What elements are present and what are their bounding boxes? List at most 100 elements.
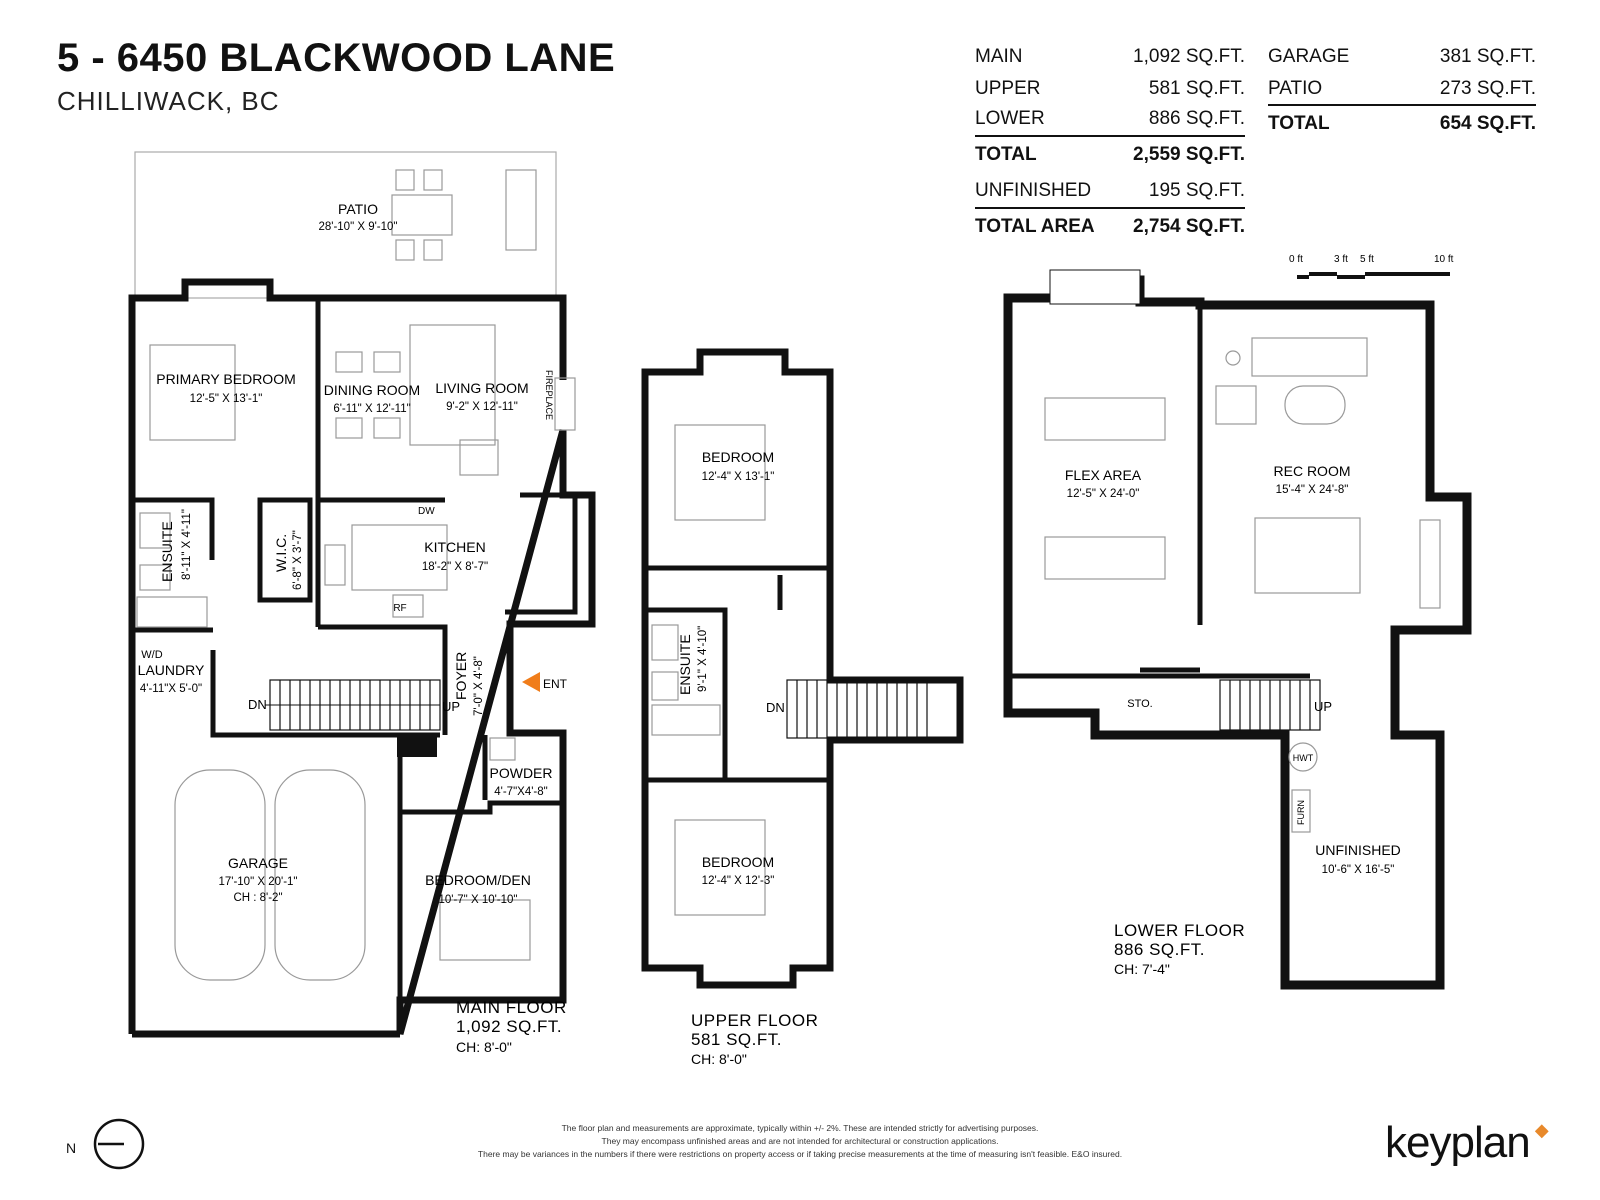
- fireplace-icon: [1419, 519, 1441, 609]
- fireplace-icon: [554, 377, 576, 431]
- living-room-label: LIVING ROOM: [435, 380, 528, 396]
- upper-floor-walls: [641, 348, 964, 989]
- furnace-icon: [1291, 789, 1311, 833]
- lower-stairs: [1219, 679, 1321, 731]
- disclaimer-line-3: There may be variances in the numbers if…: [477, 1149, 1123, 1159]
- laundry-label: LAUNDRY: [138, 662, 205, 678]
- car-icon: [174, 769, 266, 981]
- upper-floor-name: UPPER FLOOR: [691, 1011, 818, 1030]
- bed-icon: [674, 424, 766, 521]
- sink-icon: [651, 624, 679, 661]
- toilet-icon: [139, 564, 171, 591]
- upper-bedroom-2-dim: 12'-4" X 12'-3": [702, 875, 775, 887]
- fridge-icon: [392, 594, 424, 618]
- upper-bedroom-1-dim: 12'-4" X 13'-1": [702, 471, 775, 483]
- chair-icon: [459, 439, 499, 476]
- upper-floor-plan: BEDROOM 12'-4" X 13'-1" ENSUITE 9'-1" X …: [641, 348, 964, 1067]
- sofa-icon: [1044, 397, 1166, 441]
- garage-ceiling-height: CH : 8'-2": [233, 892, 282, 904]
- scale-label-3: 3 ft: [1334, 254, 1348, 265]
- sink-icon: [139, 512, 171, 549]
- sofa-icon: [1251, 337, 1368, 377]
- compass-icon: [93, 1118, 145, 1170]
- ensuite-main-dim: 8'-11" X 4'-11": [181, 509, 193, 580]
- upper-floor-interior-walls: [645, 565, 830, 783]
- property-address: 5 - 6450 BLACKWOOD LANE: [57, 36, 616, 80]
- washer-dryer-label: W/D: [141, 649, 162, 661]
- armchair-icon: [1215, 385, 1257, 425]
- entry-arrow-icon: [522, 672, 540, 692]
- lower-floor-area: 886 SQ.FT.: [1114, 940, 1205, 959]
- coffee-table-icon: [1284, 385, 1346, 425]
- compass-north-label: N: [66, 1140, 77, 1156]
- summary-divider: [975, 135, 1245, 137]
- main-fixtures: [136, 324, 576, 981]
- flex-area-dim: 12'-5" X 24'-0": [1067, 488, 1140, 500]
- primary-bedroom-dim: 12'-5" X 13'-1": [190, 393, 263, 405]
- laundry-dim: 4'-11"X 5'-0": [140, 683, 202, 695]
- main-floor-plan: PATIO 28'-10" X 9'-10" PRIMARY BEDROOM 1…: [128, 151, 596, 1055]
- flex-area-label: FLEX AREA: [1065, 467, 1142, 483]
- main-floor-interior-walls: [132, 298, 578, 1000]
- lower-floor-ceiling: CH: 7'-4": [1114, 961, 1170, 977]
- scale-label-0: 0 ft: [1289, 254, 1303, 265]
- bedroom-den-dim: 10'-7" X 10'-10": [438, 894, 517, 906]
- summary-divider: [975, 207, 1245, 209]
- wic-dim: 6'-8" X 3'-7": [292, 530, 304, 590]
- pool-table-icon: [1254, 517, 1361, 594]
- lower-stairs-up-label: UP: [1314, 699, 1332, 714]
- lower-floor-name: LOWER FLOOR: [1114, 921, 1245, 940]
- kitchen-label: KITCHEN: [424, 539, 485, 555]
- sofa-icon: [409, 324, 496, 446]
- primary-bedroom-label: PRIMARY BEDROOM: [156, 371, 296, 387]
- lower-floor-plan: FLEX AREA 12'-5" X 24'-0" REC ROOM 15'-4…: [1003, 269, 1472, 990]
- bedroom-den-label: BEDROOM/DEN: [425, 872, 531, 888]
- scale-label-10: 10 ft: [1434, 254, 1454, 265]
- property-city: CHILLIWACK, BC: [57, 86, 280, 116]
- scale-bar: 0 ft 3 ft 5 ft 10 ft: [1289, 254, 1454, 279]
- powder-dim: 4'-7"X4'-8": [494, 786, 547, 798]
- scale-label-5: 5 ft: [1360, 254, 1374, 265]
- upper-bedroom-1-label: BEDROOM: [702, 449, 774, 465]
- main-floor-name: MAIN FLOOR: [456, 998, 567, 1017]
- water-heater-icon: [1288, 742, 1318, 772]
- bed-icon: [149, 344, 236, 441]
- upper-floor-area: 581 SQ.FT.: [691, 1030, 782, 1049]
- powder-sink-icon: [489, 737, 516, 761]
- foyer-label: FOYER: [453, 652, 469, 700]
- unfinished-label: UNFINISHED: [1315, 842, 1401, 858]
- fireplace-label: FIREPLACE: [544, 370, 554, 420]
- disclaimer-line-2: They may encompass unfinished areas and …: [601, 1136, 999, 1146]
- unfinished-dim: 10'-6" X 16'-5": [1322, 864, 1395, 876]
- sofa-icon: [1044, 536, 1166, 580]
- upper-fixtures: [651, 424, 766, 916]
- upper-stairs: [786, 679, 928, 739]
- entry-label: ENT: [543, 677, 568, 691]
- rec-room-label: REC ROOM: [1274, 463, 1351, 479]
- bathtub-icon: [651, 704, 721, 736]
- lower-fixtures: [1044, 337, 1441, 833]
- patio-label: PATIO: [338, 201, 378, 217]
- main-stairs: [265, 679, 441, 731]
- bed-icon: [674, 819, 766, 916]
- lower-floor-interior-walls: [1008, 305, 1310, 679]
- foyer-dim: 7'-0" X 4'-8": [473, 656, 485, 716]
- stove-icon: [324, 544, 346, 586]
- garage-label: GARAGE: [228, 855, 288, 871]
- fridge-label: RF: [393, 603, 406, 614]
- upper-floor-ceiling: CH: 8'-0": [691, 1051, 747, 1067]
- main-floor-area: 1,092 SQ.FT.: [456, 1017, 562, 1036]
- main-floor-walls: [128, 278, 596, 1038]
- kitchen-dim: 18'-2" X 8'-7": [422, 561, 488, 573]
